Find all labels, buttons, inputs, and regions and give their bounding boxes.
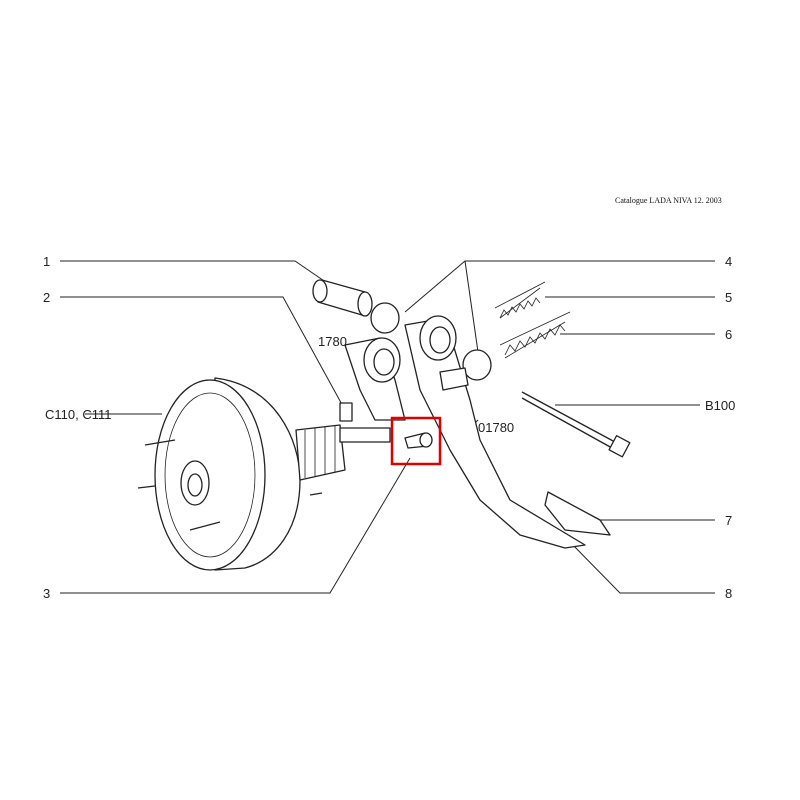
bolt-part <box>521 391 631 458</box>
callout-8: 8 <box>725 586 732 601</box>
callout-2: 2 <box>43 290 50 305</box>
clip-part <box>339 402 353 422</box>
bushing-part <box>312 279 492 381</box>
callout-5: 5 <box>725 290 732 305</box>
callout-7: 7 <box>725 513 732 528</box>
pin-part <box>404 432 433 449</box>
springs <box>494 281 571 359</box>
callout-1780: 1780 <box>318 334 347 349</box>
callout-6: 6 <box>725 327 732 342</box>
brake-booster <box>137 377 391 571</box>
pedal-assembly <box>344 315 611 549</box>
callout-3: 3 <box>43 586 50 601</box>
callout-4: 4 <box>725 254 732 269</box>
callout-b100: B100 <box>705 398 735 413</box>
callout-booster: C110, C111 <box>45 407 112 422</box>
highlight-box <box>390 416 442 466</box>
catalogue-header: Catalogue LADA NIVA 12. 2003 <box>615 196 722 205</box>
callout-1: 1 <box>43 254 50 269</box>
callout-01780: 01780 <box>478 420 514 435</box>
